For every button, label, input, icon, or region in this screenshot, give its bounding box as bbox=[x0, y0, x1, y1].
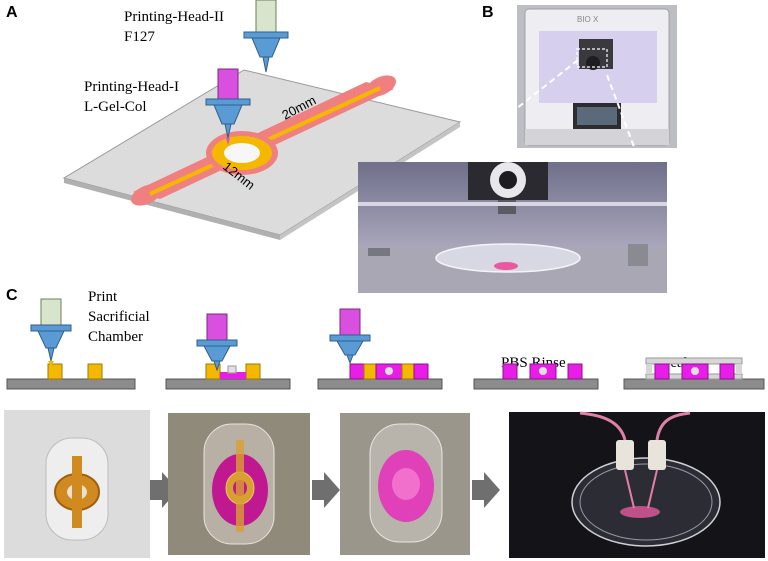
glass-slide-edge bbox=[64, 178, 280, 240]
arrow-1-icon bbox=[150, 472, 178, 508]
step1-label-line1: Print bbox=[88, 289, 118, 305]
bioprinter-photo: BIO X bbox=[517, 5, 677, 148]
arrow-3-icon bbox=[472, 472, 500, 508]
photo-channel-formed bbox=[340, 413, 470, 555]
step1-label-line3: Chamber bbox=[88, 329, 143, 345]
panel-letter-b: B bbox=[482, 4, 494, 21]
photo-sealed-device bbox=[509, 411, 765, 558]
chamber-inner bbox=[224, 143, 260, 163]
arrow-2-icon bbox=[312, 472, 340, 508]
step3-diagram bbox=[317, 308, 443, 390]
step1-diagram bbox=[6, 298, 136, 390]
head2-material: F127 bbox=[124, 29, 155, 45]
panel-letter-c: C bbox=[6, 287, 18, 304]
printing-head-1-icon bbox=[205, 68, 251, 145]
step3-nozzle-icon bbox=[329, 308, 371, 365]
gel-bar-end-left bbox=[131, 184, 161, 206]
photo-printed-sacrificial bbox=[4, 410, 150, 558]
step4-diagram bbox=[473, 363, 599, 390]
print-bed-closeup-photo bbox=[358, 162, 667, 293]
step2-diagram bbox=[165, 313, 291, 390]
panel-letter-a: A bbox=[6, 4, 18, 21]
step1-nozzle-icon bbox=[30, 298, 72, 366]
step5-diagram bbox=[623, 357, 765, 390]
head2-name: Printing-Head-II bbox=[124, 9, 224, 25]
printing-head-2-icon bbox=[243, 0, 289, 73]
printer-brand: BIO X bbox=[577, 15, 599, 24]
step2-nozzle-icon bbox=[196, 313, 238, 372]
step1-label-line2: Sacrificial bbox=[88, 309, 150, 325]
head1-material: L-Gel-Col bbox=[84, 99, 147, 115]
head1-name: Printing-Head-I bbox=[84, 79, 179, 95]
photo-gel-cast bbox=[168, 413, 310, 555]
